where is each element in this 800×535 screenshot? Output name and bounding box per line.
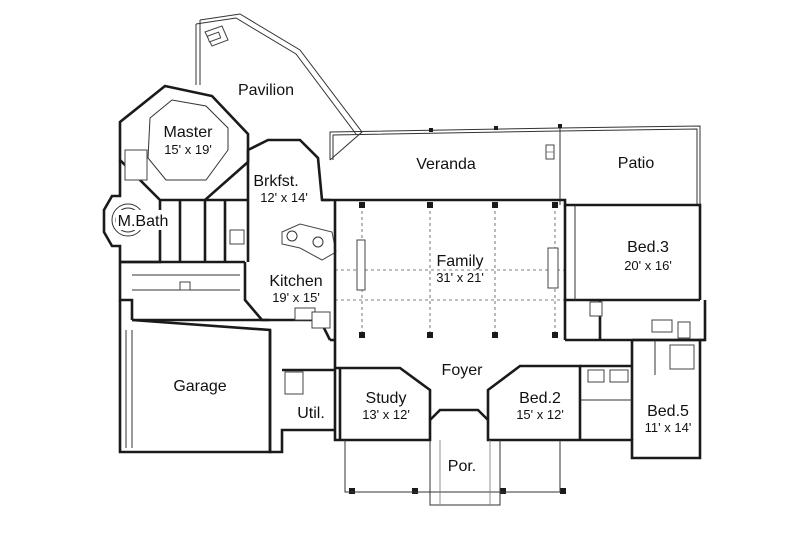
room-name-kitchen: Kitchen: [269, 273, 322, 290]
room-label-family: Family 31' x 21': [436, 253, 484, 285]
room-label-bed5: Bed.5 11' x 14': [645, 403, 692, 435]
room-size-family: 31' x 21': [436, 270, 484, 285]
room-label-util: Util.: [297, 405, 325, 422]
room-label-patio: Patio: [618, 155, 655, 172]
room-label-mbath: M.Bath: [116, 210, 172, 230]
room-label-foyer: Foyer: [442, 362, 484, 379]
room-name-mbath: M.Bath: [118, 213, 169, 230]
room-label-master: Master 15' x 19': [164, 124, 214, 157]
room-label-veranda: Veranda: [416, 156, 476, 173]
room-name-garage: Garage: [173, 378, 226, 395]
room-label-bed2: Bed.2 15' x 12': [516, 390, 564, 422]
room-name-porch: Por.: [448, 458, 476, 475]
porch-outline: [344, 440, 561, 506]
room-label-garage: Garage: [173, 378, 226, 395]
room-size-brkfst: 12' x 14': [260, 190, 308, 205]
room-size-master: 15' x 19': [164, 142, 212, 157]
room-name-brkfst: Brkfst.: [253, 173, 298, 190]
room-label-brkfst: Brkfst. 12' x 14': [253, 173, 307, 205]
room-size-bed2: 15' x 12': [516, 407, 564, 422]
room-label-kitchen: Kitchen 19' x 15': [269, 273, 322, 305]
columns: [349, 124, 566, 494]
room-label-porch: Por.: [448, 458, 476, 475]
interior-walls: [111, 99, 700, 440]
room-name-family: Family: [436, 253, 483, 270]
room-name-study: Study: [366, 390, 407, 407]
room-name-veranda: Veranda: [416, 156, 476, 173]
room-label-bed3: Bed.3 20' x 16': [624, 239, 672, 273]
room-label-study: Study 13' x 12': [362, 390, 410, 422]
room-name-bed5: Bed.5: [647, 403, 689, 420]
room-name-bed2: Bed.2: [519, 390, 561, 407]
room-name-pavilion: Pavilion: [238, 82, 294, 99]
room-size-bed5: 11' x 14': [645, 420, 692, 435]
room-size-bed3: 20' x 16': [624, 258, 672, 273]
garage-door: [125, 330, 133, 448]
room-name-bed3: Bed.3: [627, 239, 669, 256]
room-name-patio: Patio: [618, 155, 655, 172]
pavilion-outline: [195, 13, 363, 161]
room-name-util: Util.: [297, 405, 325, 422]
family-floor-grid: [335, 205, 565, 335]
room-size-study: 13' x 12': [362, 407, 410, 422]
room-label-pavilion: Pavilion: [238, 82, 294, 99]
room-size-kitchen: 19' x 15': [272, 290, 320, 305]
room-name-master: Master: [164, 124, 214, 141]
room-name-foyer: Foyer: [442, 362, 484, 379]
